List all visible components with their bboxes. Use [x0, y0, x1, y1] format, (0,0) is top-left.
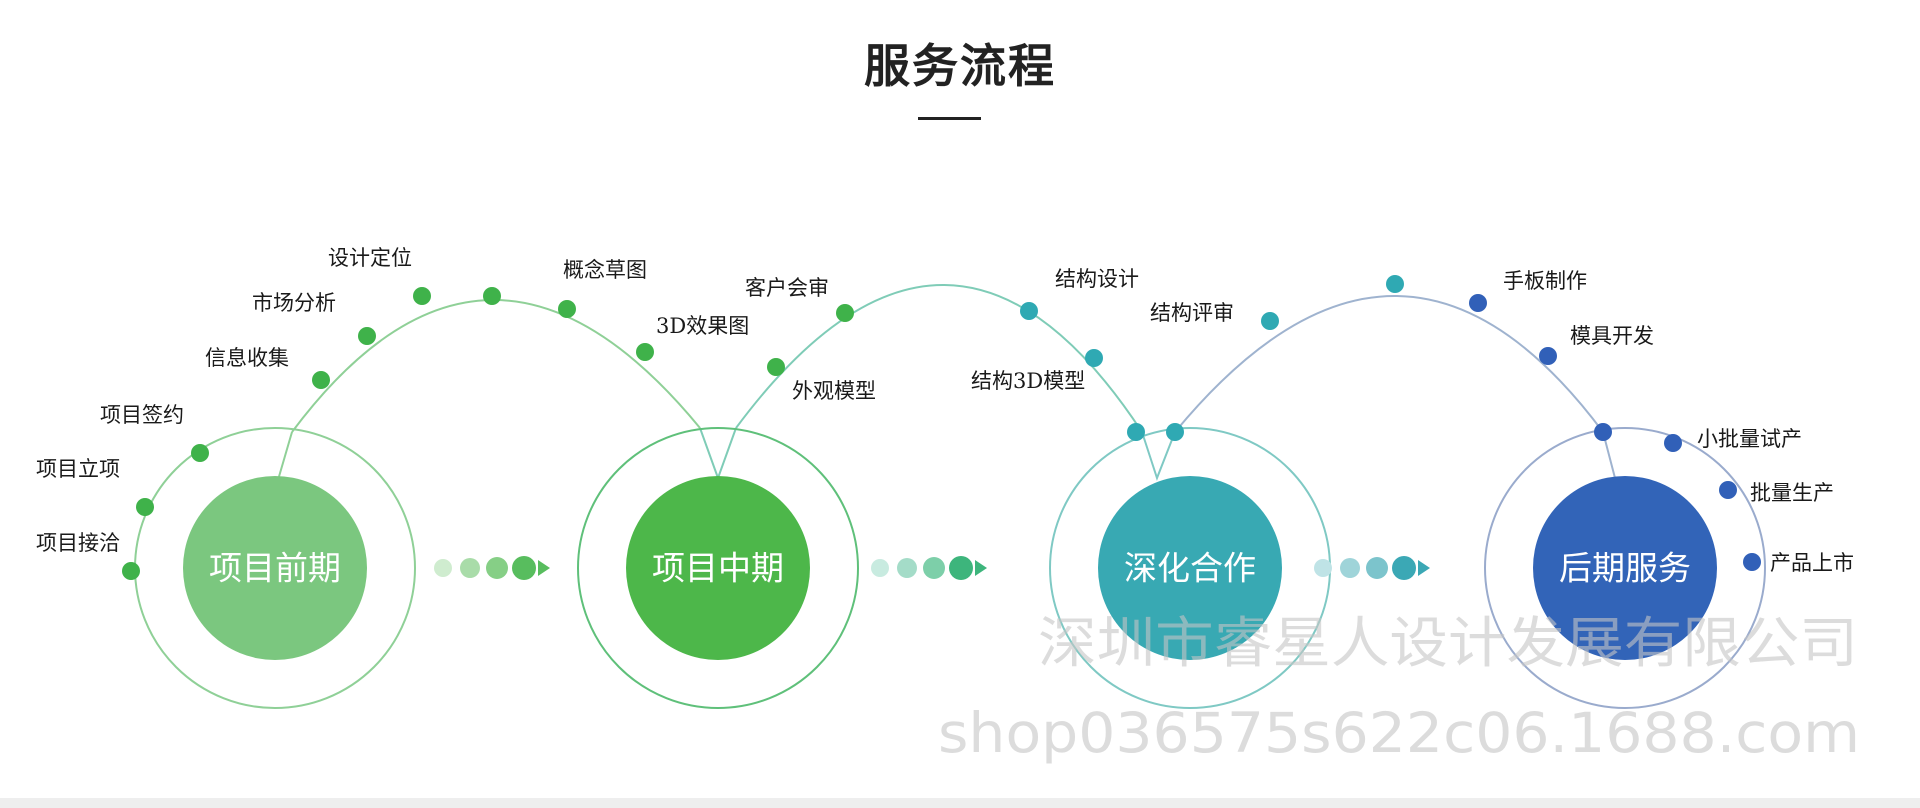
watermark-site: shop036575s622c06.1688.com	[938, 701, 1860, 765]
arrow-head-icon	[1418, 560, 1430, 576]
phase-ring-4	[1484, 427, 1766, 709]
phase-circle-1	[183, 476, 367, 660]
arrow-dot	[923, 557, 945, 579]
phase-label-1: 项目前期	[209, 549, 341, 588]
arrow-dot	[871, 559, 889, 577]
step-dot	[312, 371, 330, 389]
step-dot	[767, 358, 785, 376]
arrow-dot	[486, 557, 508, 579]
phase-label-2: 项目中期	[652, 549, 784, 588]
step-dot	[358, 327, 376, 345]
connector-arc-2	[735, 284, 1143, 433]
page-title: 服务流程	[864, 39, 1056, 93]
flow-arrow-2	[871, 556, 987, 580]
title-underline	[918, 117, 981, 120]
step-dot	[1719, 481, 1737, 499]
step-label: 市场分析	[252, 291, 336, 315]
phase-label-3: 深化合作	[1124, 549, 1256, 588]
step-dot	[1664, 434, 1682, 452]
watermark-company: 深圳市睿星人设计发展有限公司	[1038, 611, 1858, 675]
step-dot	[483, 287, 501, 305]
connector-stem-1	[277, 431, 293, 481]
arrow-dot	[1314, 559, 1332, 577]
phase-circle-3	[1098, 476, 1282, 660]
step-label: 结构评审	[1150, 301, 1234, 325]
arrow-dot	[460, 558, 480, 578]
step-label: 结构设计	[1055, 267, 1139, 291]
step-dot	[1261, 312, 1279, 330]
arrow-dot	[434, 559, 452, 577]
phase-circle-2	[626, 476, 810, 660]
arrow-dot	[1392, 556, 1416, 580]
connector-arc-1	[291, 299, 701, 433]
step-dot	[136, 498, 154, 516]
arrow-head-icon	[538, 560, 550, 576]
step-label: 设计定位	[328, 246, 412, 270]
step-dot	[413, 287, 431, 305]
step-label: 小批量试产	[1697, 427, 1802, 451]
flow-arrow-1	[434, 556, 550, 580]
step-label: 结构3D模型	[971, 369, 1085, 393]
step-dot	[1085, 349, 1103, 367]
step-label: 手板制作	[1503, 269, 1587, 293]
step-dot	[1469, 294, 1487, 312]
step-label: 概念草图	[563, 258, 647, 282]
step-label: 3D效果图	[656, 314, 749, 338]
step-dot	[1020, 302, 1038, 320]
step-label: 信息收集	[205, 346, 289, 370]
arrow-dot	[949, 556, 973, 580]
step-label: 项目接洽	[36, 531, 120, 555]
step-label: 外观模型	[792, 379, 876, 403]
phase-label-4: 后期服务	[1559, 549, 1691, 588]
step-dot	[1743, 553, 1761, 571]
step-label: 项目立项	[36, 457, 120, 481]
step-dot	[191, 444, 209, 462]
step-dot	[1166, 423, 1184, 441]
flow-arrow-3	[1314, 556, 1430, 580]
phase-ring-2	[577, 427, 859, 709]
step-label: 模具开发	[1570, 324, 1654, 348]
arrow-dot	[1340, 558, 1360, 578]
step-dot	[636, 343, 654, 361]
step-dot	[122, 562, 140, 580]
arrow-dot	[1366, 557, 1388, 579]
step-dot	[1386, 275, 1404, 293]
step-label: 项目签约	[100, 403, 184, 427]
step-dot	[1539, 347, 1557, 365]
arrow-head-icon	[975, 560, 987, 576]
step-dot	[558, 300, 576, 318]
connector-stem-2	[699, 427, 737, 481]
arrow-dot	[512, 556, 536, 580]
step-label: 批量生产	[1750, 481, 1834, 505]
step-dot	[1127, 423, 1145, 441]
connector-stem-3	[1141, 431, 1176, 481]
step-dot	[836, 304, 854, 322]
arrow-dot	[897, 558, 917, 578]
phase-circle-4	[1533, 476, 1717, 660]
footer-band	[0, 798, 1920, 808]
step-label: 产品上市	[1770, 551, 1854, 575]
connector-arc-3	[1174, 295, 1604, 433]
step-label: 客户会审	[745, 276, 829, 300]
step-dot	[1594, 423, 1612, 441]
